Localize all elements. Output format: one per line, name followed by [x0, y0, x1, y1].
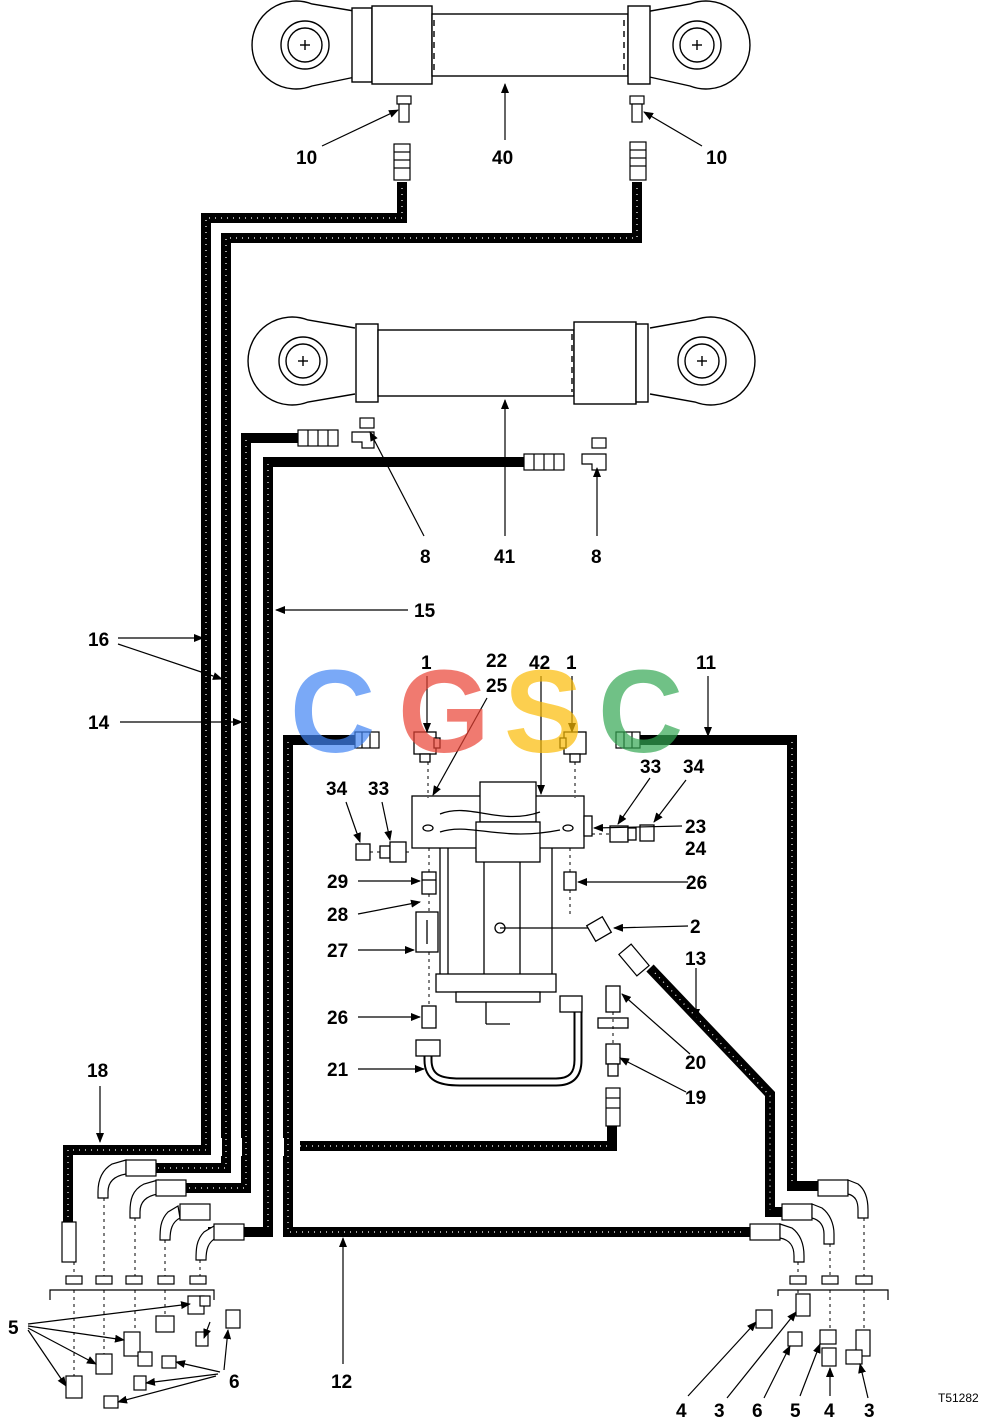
callout-28: 28 — [327, 905, 348, 926]
callout-16: 16 — [88, 630, 109, 651]
callout-15: 15 — [414, 601, 436, 622]
callout-34: 34 — [326, 779, 348, 800]
fitting-10-right — [629, 95, 647, 181]
callout-22: 22 — [486, 651, 507, 672]
callout-10: 10 — [296, 148, 317, 169]
callout-6: 6 — [229, 1372, 240, 1393]
callout-10: 10 — [706, 148, 727, 169]
callout-25: 25 — [486, 676, 508, 697]
callout-8: 8 — [420, 547, 431, 568]
callout-42: 42 — [529, 653, 550, 674]
figure-id: T51282 — [938, 1391, 979, 1405]
hose-dots — [67, 188, 793, 1233]
callout-18: 18 — [87, 1061, 108, 1082]
fitting-8-right — [523, 437, 607, 471]
callout-19: 19 — [685, 1088, 706, 1109]
callout-34: 34 — [683, 757, 705, 778]
callout-labels: 10 40 10 8 41 8 15 16 14 1 22 25 42 1 11… — [8, 148, 979, 1422]
callout-27: 27 — [327, 941, 348, 962]
callout-5: 5 — [790, 1401, 801, 1422]
leader-lines — [27, 83, 869, 1404]
callout-5: 5 — [8, 1318, 19, 1339]
watermark-letter-s: S — [504, 646, 583, 778]
watermark-letter-c2: C — [598, 646, 683, 778]
callout-20: 20 — [685, 1053, 706, 1074]
callout-1: 1 — [421, 653, 432, 674]
callout-4: 4 — [676, 1401, 687, 1422]
hose-ends-valve — [354, 731, 650, 1127]
callout-29: 29 — [327, 872, 348, 893]
assembly-dashed-lines — [370, 762, 614, 1044]
callout-13: 13 — [685, 949, 706, 970]
cylinder-top — [251, 0, 751, 90]
callout-14: 14 — [88, 713, 110, 734]
callout-8: 8 — [591, 547, 602, 568]
fittings-left-cluster — [49, 1159, 245, 1409]
callout-11: 11 — [696, 653, 717, 674]
callout-3: 3 — [714, 1401, 725, 1422]
watermark-letter-g: G — [398, 646, 490, 778]
filter-assembly — [355, 731, 655, 1087]
right-cluster-dashed — [797, 1218, 865, 1330]
cylinder-middle — [247, 316, 756, 406]
hose-crossing-breaks — [212, 1138, 284, 1156]
callout-33: 33 — [640, 757, 661, 778]
callout-3: 3 — [864, 1401, 875, 1422]
fittings-right-cluster — [749, 1179, 889, 1367]
callout-41: 41 — [494, 547, 516, 568]
callout-4: 4 — [824, 1401, 835, 1422]
callout-6: 6 — [752, 1401, 763, 1422]
fitting-8-left — [297, 417, 375, 449]
callout-2: 2 — [690, 917, 701, 938]
callout-1: 1 — [566, 653, 577, 674]
callout-12: 12 — [331, 1372, 352, 1393]
watermark-letter-c1: C — [290, 646, 375, 778]
watermark-logo: C G S C — [290, 646, 683, 778]
callout-23: 23 — [685, 817, 706, 838]
callout-21: 21 — [327, 1060, 349, 1081]
callout-40: 40 — [492, 148, 513, 169]
callout-26: 26 — [686, 873, 707, 894]
callout-26: 26 — [327, 1008, 348, 1029]
callout-33: 33 — [368, 779, 389, 800]
callout-24: 24 — [685, 839, 707, 860]
fitting-10-left — [393, 95, 412, 181]
